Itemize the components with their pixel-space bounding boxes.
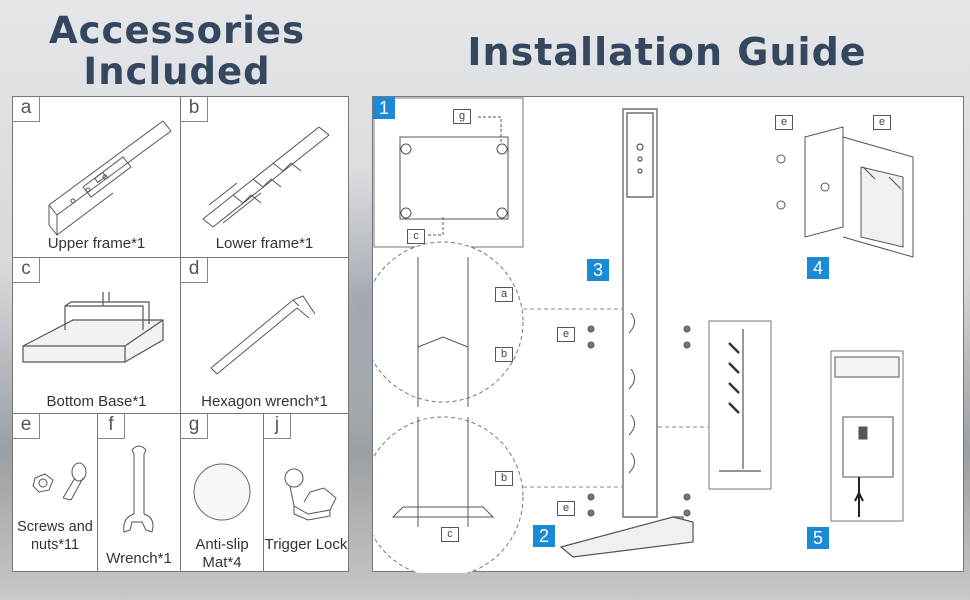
accessory-panel-f: f Wrench*1 <box>97 413 181 572</box>
wrench-drawing <box>123 445 154 533</box>
accessory-letter-g: g <box>181 414 208 439</box>
hexagon-wrench-drawing <box>210 295 316 375</box>
accessory-panel-g: g Anti-slip Mat*4 <box>180 413 264 572</box>
accessory-label-g: Anti-slip Mat*4 <box>195 536 249 571</box>
step-1-marker: 1 <box>373 97 395 119</box>
step-3-marker: 3 <box>587 259 609 281</box>
accessory-panel-b: b Lower frame*1 <box>180 96 349 258</box>
trigger-lock-drawing <box>284 468 337 521</box>
installation-guide-panel: 1 2 3 4 5 g c a b e b e c e e <box>372 96 964 573</box>
part-tag-c: c <box>407 229 425 244</box>
screws-and-nuts-drawing <box>32 462 87 501</box>
part-tag-g: g <box>453 109 471 124</box>
installation-diagram <box>373 97 914 573</box>
accessory-letter-e: e <box>13 414 40 439</box>
accessory-panel-e: e Screws and nuts*11 <box>12 413 98 572</box>
accessory-letter-b: b <box>181 97 208 122</box>
accessory-letter-c: c <box>13 258 40 283</box>
accessory-label-d: Hexagon wrench*1 <box>201 393 328 410</box>
part-tag-e-wall-left: e <box>775 115 793 130</box>
installation-guide-heading: Installation Guide <box>467 30 867 74</box>
part-tag-e: e <box>557 327 575 342</box>
accessory-letter-f: f <box>98 414 125 439</box>
accessory-panel-a: a Upper frame*1 <box>12 96 181 258</box>
accessory-label-f: Wrench*1 <box>106 550 172 567</box>
upper-frame-drawing <box>48 120 172 237</box>
part-tag-e-lower: e <box>557 501 575 516</box>
lower-frame-drawing <box>202 126 330 228</box>
accessory-letter-a: a <box>13 97 40 122</box>
accessories-heading: Accessories Included <box>48 9 306 93</box>
step-4-marker: 4 <box>807 257 829 279</box>
part-tag-e-wall-right: e <box>873 115 891 130</box>
accessory-label-j: Trigger Lock <box>264 536 348 553</box>
accessory-label-b: Lower frame*1 <box>215 235 314 252</box>
accessory-letter-d: d <box>181 258 208 283</box>
part-tag-b: b <box>495 347 513 362</box>
anti-slip-mat-drawing <box>193 463 251 521</box>
part-tag-a: a <box>495 287 513 302</box>
bottom-base-drawing <box>22 292 164 363</box>
accessory-panel-j: j Trigger Lock <box>263 413 349 572</box>
accessory-label-a: Upper frame*1 <box>47 235 146 252</box>
step-5-marker: 5 <box>807 527 829 549</box>
accessory-panel-d: d Hexagon wrench*1 <box>180 257 349 414</box>
accessory-label-c: Bottom Base*1 <box>46 393 147 410</box>
accessory-letter-j: j <box>264 414 291 439</box>
part-tag-c-lower: c <box>441 527 459 542</box>
accessory-label-e: Screws and nuts*11 <box>17 519 93 553</box>
accessory-panel-c: c Bottom Base*1 <box>12 257 181 414</box>
step-2-marker: 2 <box>533 525 555 547</box>
part-tag-b-lower: b <box>495 471 513 486</box>
